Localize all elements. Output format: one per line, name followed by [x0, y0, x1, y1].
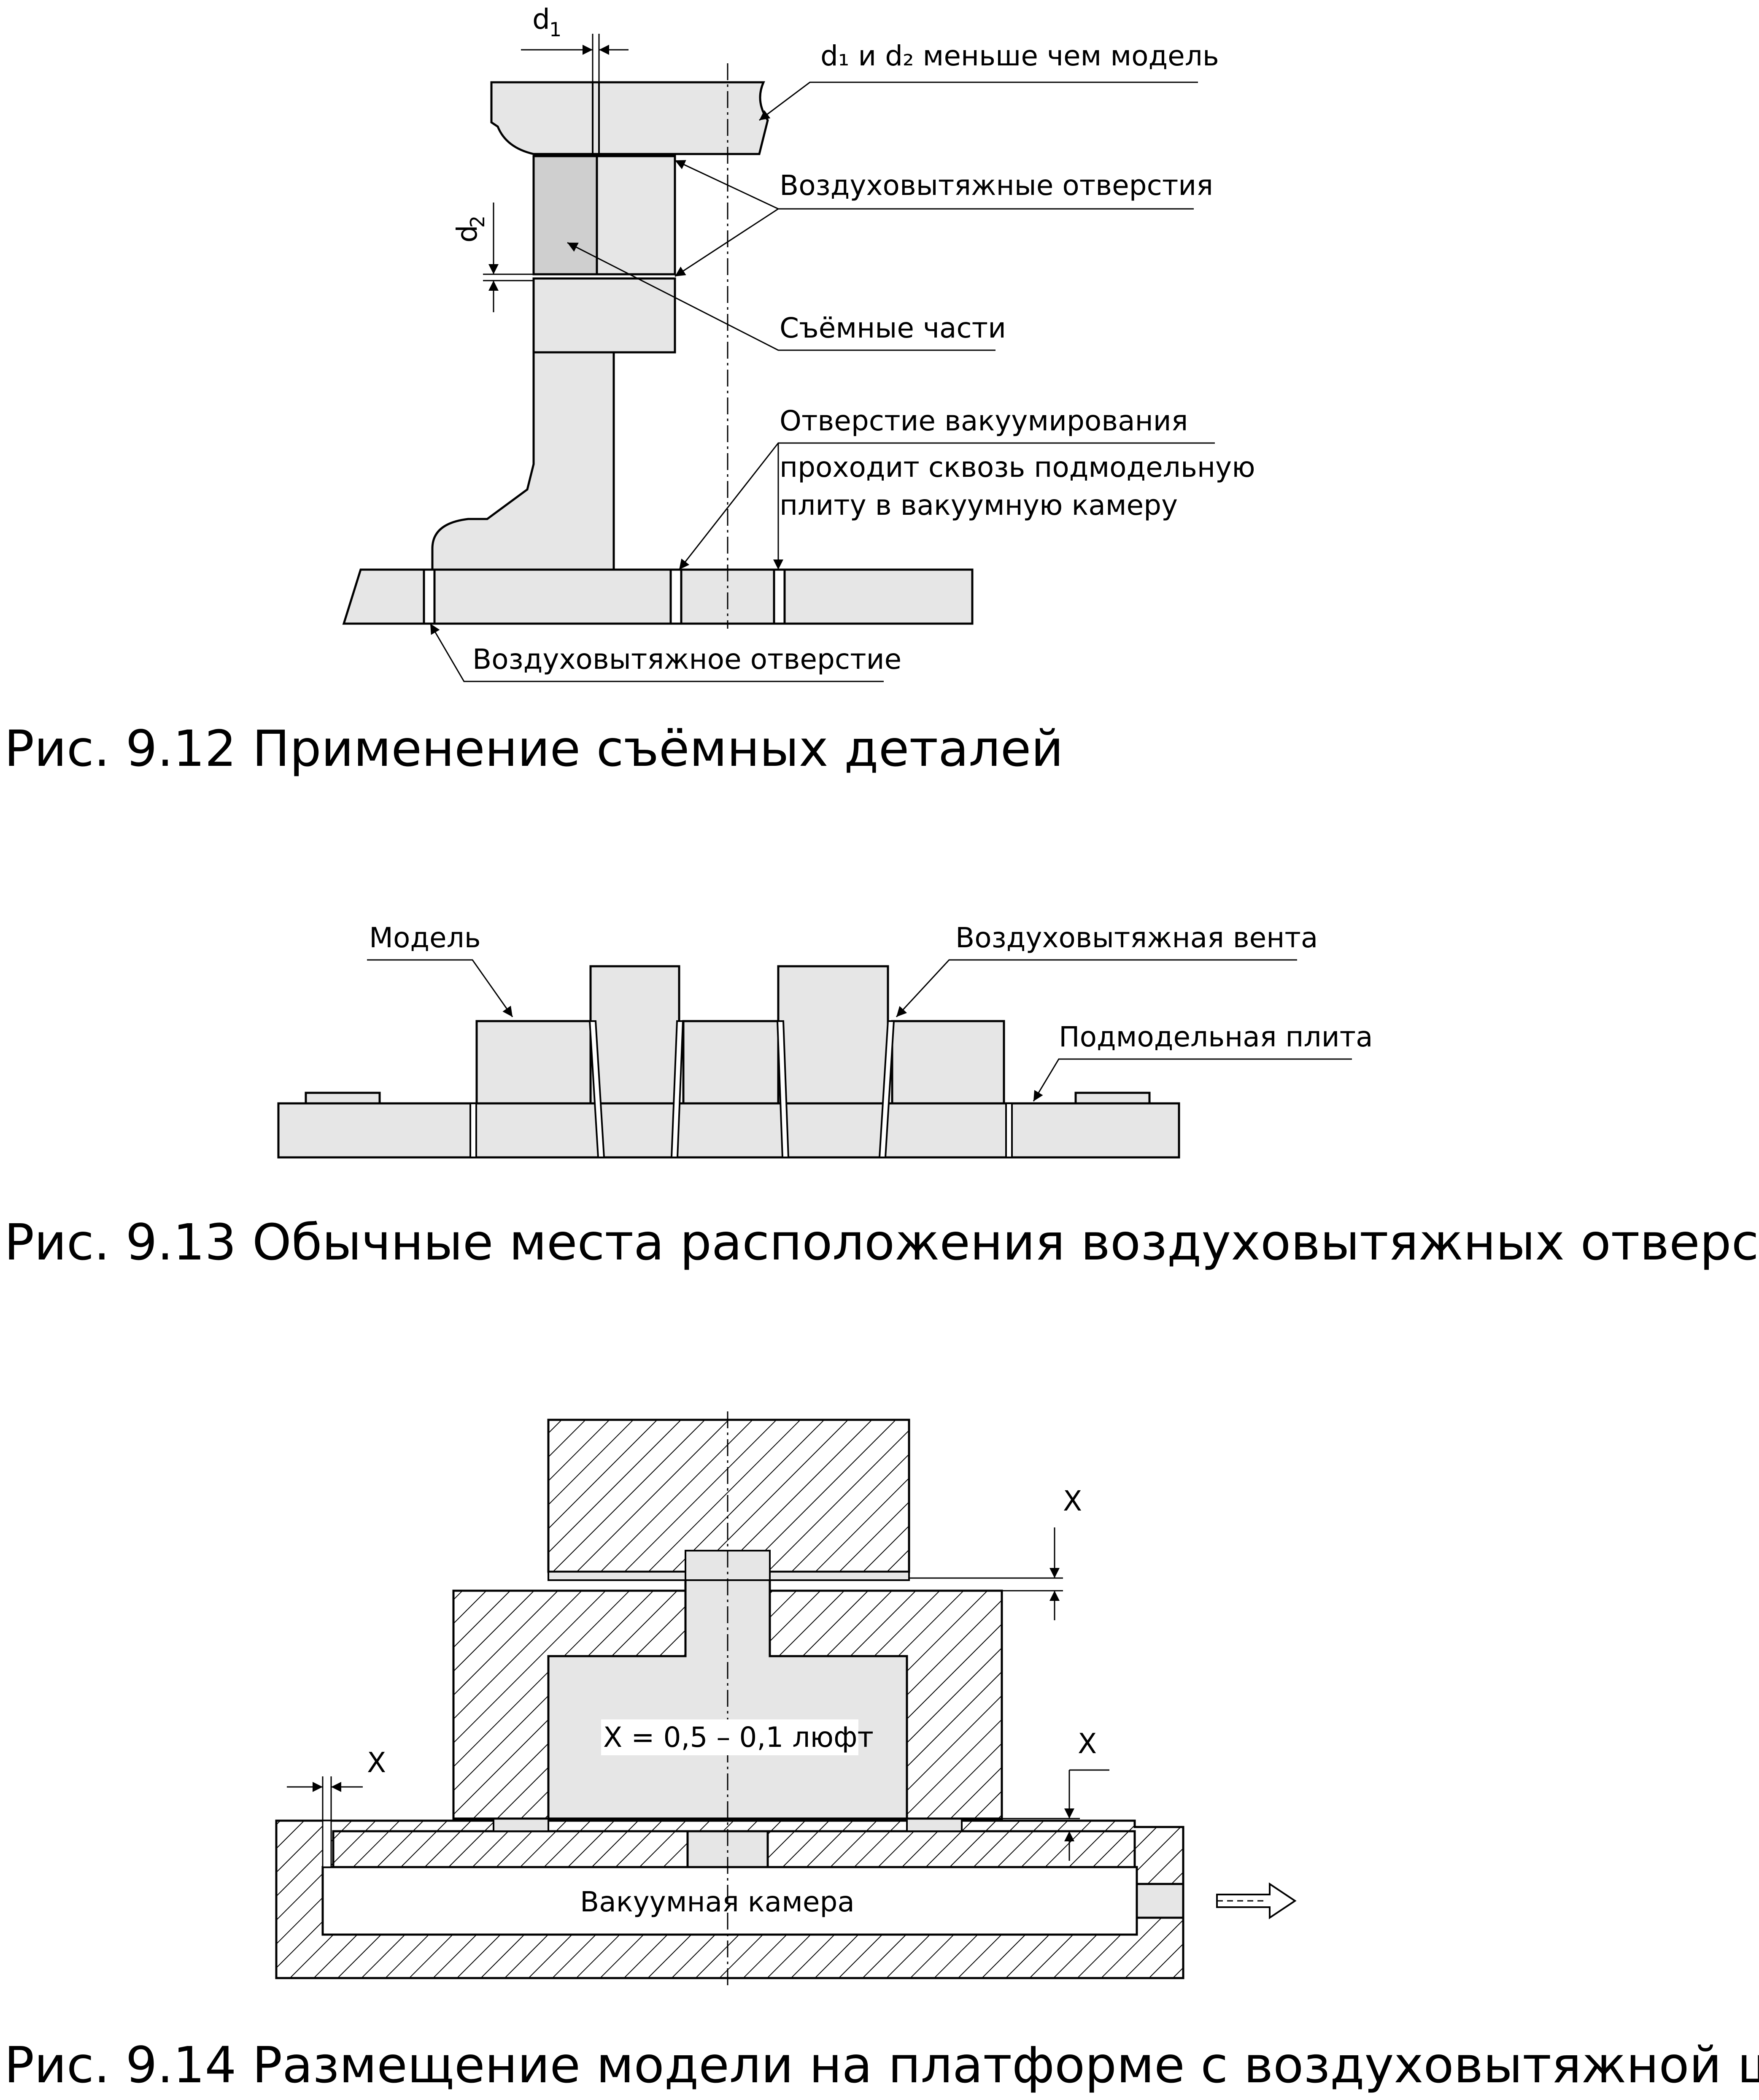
outlet [1136, 1883, 1184, 1919]
caption-9-12: Рис. 9.12 Применение съёмных деталей [4, 719, 1063, 778]
removable-part-lower [532, 277, 676, 354]
caption-9-13: Рис. 9.13 Обычные места расположения воз… [4, 1213, 1759, 1271]
pad-right [1074, 1092, 1151, 1105]
chamber-label: Вакуумная камера [580, 1886, 855, 1918]
removable-part-dark [532, 155, 598, 276]
air-hole-single-label: Воздуховытяжное отверстие [472, 643, 901, 676]
model-stem [431, 351, 615, 571]
model-tall-right [777, 965, 889, 1105]
pad-left [305, 1092, 381, 1105]
model-label: Модель [369, 922, 481, 954]
model-tall-left [589, 965, 680, 1105]
base-plate-label: Подмодельная плита [1059, 1021, 1373, 1053]
base-plate-12 [342, 568, 974, 625]
figure-9-13: Модель Воздуховытяжная вента Подмодельна… [4, 922, 1759, 1271]
d2-sub: 2 [466, 216, 489, 228]
d1-label: d [532, 3, 550, 35]
model-block-mid [682, 1020, 780, 1105]
x-top-label: X [1063, 1485, 1082, 1517]
vacuum-hole-label: Отверстие вакуумирования [780, 405, 1188, 437]
air-hole-left [423, 568, 436, 625]
base-plate-13 [277, 1102, 1180, 1159]
vacuum-hole-b [773, 568, 786, 625]
top-block [547, 1419, 910, 1573]
air-holes-label: Воздуховытяжные отверстия [780, 169, 1213, 202]
vacuum-hole-a [669, 568, 683, 625]
figure-9-12: d 1 d 2 d₁ и d₂ меньше чем модель Воздух… [4, 3, 1255, 778]
d1-sub: 1 [549, 18, 561, 41]
model-block-right [891, 1020, 1005, 1105]
model-head [490, 81, 769, 155]
outlet-arrow-icon [1216, 1882, 1297, 1919]
vacuum-chamber [321, 1866, 1138, 1936]
removable-parts-label: Съёмные части [780, 312, 1006, 344]
model-block-left [475, 1020, 592, 1105]
air-vents [469, 1020, 1013, 1158]
air-vent-label: Воздуховытяжная вента [955, 922, 1318, 954]
caption-9-14: Рис. 9.14 Размещение модели на платформе… [4, 2036, 1759, 2094]
vacuum-hole-line2: проходит сквозь подмодельную [780, 451, 1255, 484]
vacuum-hole-line3: плиту в вакуумную камеру [780, 489, 1178, 522]
x-left-label: X [367, 1746, 386, 1779]
note-d1-d2: d₁ и d₂ меньше чем модель [820, 40, 1219, 72]
figure-9-14: X = 0,5 – 0,1 люфт Вакуумная камера X X … [4, 1411, 1759, 2094]
formula-label: X = 0,5 – 0,1 люфт [603, 1721, 874, 1754]
d2-label: d [451, 225, 483, 243]
x-right-label: X [1078, 1727, 1097, 1760]
